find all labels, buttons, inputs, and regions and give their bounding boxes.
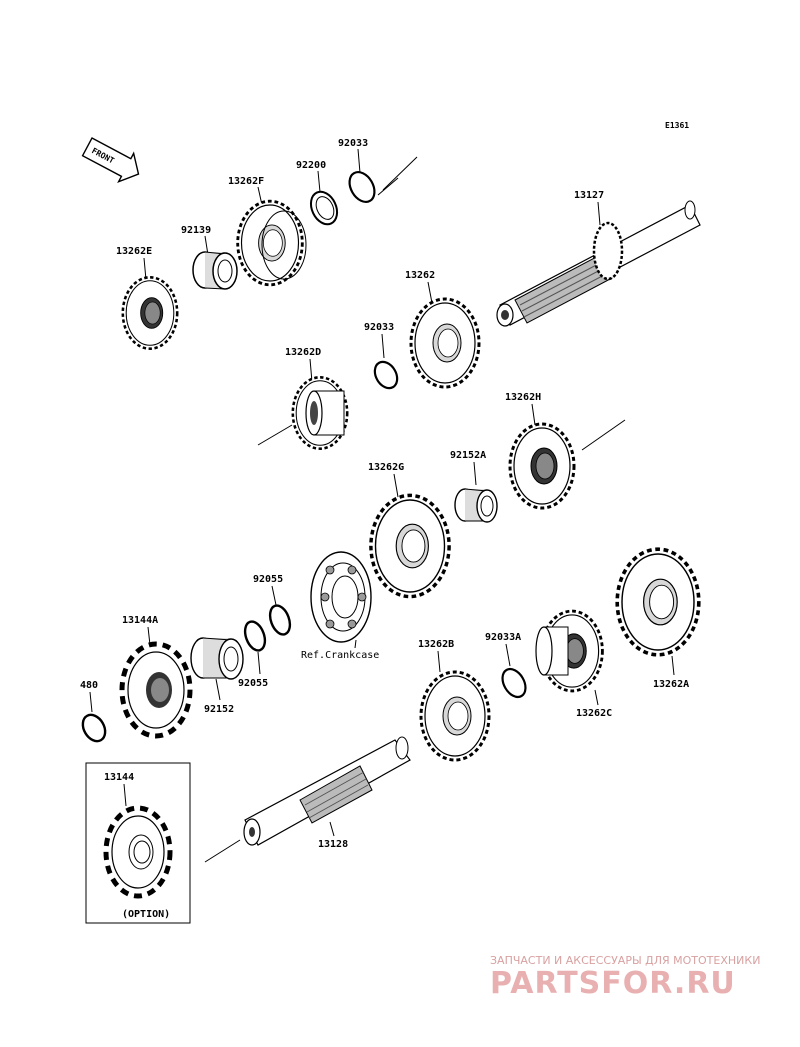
gear-13262D: [291, 376, 349, 450]
label-92055-top: 92055: [253, 574, 283, 585]
label-480: 480: [80, 680, 98, 691]
label-13262E: 13262E: [116, 246, 152, 257]
option-box: 13144 (OPTION): [85, 762, 191, 924]
oring-92055-a: [268, 604, 292, 636]
collar-92152: [190, 637, 244, 680]
bearing-crankcase: [310, 551, 372, 643]
circlip-92033-mid: [373, 360, 399, 390]
oring-92055-b: [243, 620, 267, 652]
label-92200: 92200: [296, 160, 326, 171]
gear-13262H: [508, 422, 576, 510]
label-13144A: 13144A: [122, 615, 158, 626]
label-92152: 92152: [204, 704, 234, 715]
label-13262: 13262: [405, 270, 435, 281]
front-arrow-icon: FRONT: [81, 137, 140, 183]
gear-13262B: [419, 670, 491, 762]
gear-13262E: [121, 276, 179, 350]
label-13262B: 13262B: [418, 639, 454, 650]
label-92033-mid: 92033: [364, 322, 394, 333]
label-92033A: 92033A: [485, 632, 521, 643]
washer-92200: [309, 190, 339, 226]
label-13144: 13144: [104, 772, 134, 783]
gear-13262F: [236, 199, 307, 287]
watermark-brand: PARTSFOR.RU: [490, 966, 736, 1001]
gear-13262C: [535, 609, 604, 693]
watermark-caption: ЗАПЧАСТИ И АКСЕССУАРЫ ДЛЯ МОТОТЕХНИКИ: [490, 954, 760, 967]
label-13262A: 13262A: [653, 679, 689, 690]
shaft-13128: [243, 736, 411, 846]
circlip-92033A: [501, 667, 527, 699]
label-92033-top: 92033: [338, 138, 368, 149]
gear-13262G: [369, 493, 451, 599]
gear-13262A: [615, 547, 701, 657]
label-13262G: 13262G: [368, 462, 404, 473]
needle-bearing-92139: [192, 251, 238, 290]
label-92055-bot: 92055: [238, 678, 268, 689]
circlip-92033-top: [348, 170, 376, 204]
label-13262C: 13262C: [576, 708, 612, 719]
option-label: (OPTION): [122, 909, 170, 920]
label-13262H: 13262H: [505, 392, 541, 403]
sprocket-13144A: [119, 641, 193, 739]
label-92152A: 92152A: [450, 450, 486, 461]
label-13128: 13128: [318, 839, 348, 850]
label-92139: 92139: [181, 225, 211, 236]
ref-crankcase-label: Ref.Crankcase: [301, 650, 379, 661]
collar-92152A: [454, 488, 498, 523]
shaft-13127: [496, 200, 701, 327]
circlip-480: [81, 713, 107, 743]
gear-13262: [409, 297, 481, 389]
label-13262F: 13262F: [228, 176, 264, 187]
label-13127: 13127: [574, 190, 604, 201]
diagram-code: E1361: [665, 121, 689, 130]
label-13262D: 13262D: [285, 347, 321, 358]
sprocket-13144: [103, 805, 173, 899]
